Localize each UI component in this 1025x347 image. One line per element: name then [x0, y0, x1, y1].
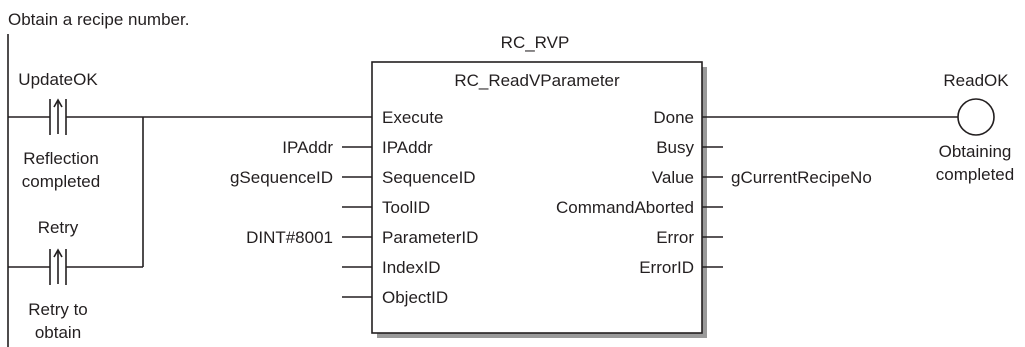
coil-read-ok-comment: completed: [936, 165, 1014, 184]
coil-read-ok[interactable]: [957, 98, 995, 136]
arg-parameterid: DINT#8001: [246, 228, 333, 247]
fb-input-parameterid: ParameterID: [382, 228, 478, 247]
arg-value: gCurrentRecipeNo: [731, 168, 872, 187]
fb-output-commandaborted: CommandAborted: [556, 198, 694, 217]
contact-update-ok[interactable]: [49, 98, 67, 135]
coil-read-ok-variable: ReadOK: [943, 71, 1009, 90]
fb-output-busy: Busy: [656, 138, 694, 157]
arg-sequenceid: gSequenceID: [230, 168, 333, 187]
fb-output-done: Done: [653, 108, 694, 127]
fb-type-name: RC_ReadVParameter: [454, 71, 620, 90]
fb-input-execute: Execute: [382, 108, 443, 127]
contact-update-ok-comment: Reflection: [23, 149, 99, 168]
fb-input-toolid: ToolID: [382, 198, 430, 217]
contact-retry-variable: Retry: [38, 218, 79, 237]
contact-retry-comment: Retry to: [28, 300, 88, 319]
fb-input-ipaddr: IPAddr: [382, 138, 433, 157]
fb-input-sequenceid: SequenceID: [382, 168, 476, 187]
coil-read-ok-comment: Obtaining: [939, 142, 1012, 161]
fb-input-objectid: ObjectID: [382, 288, 448, 307]
fb-output-error: Error: [656, 228, 694, 247]
fb-input-indexid: IndexID: [382, 258, 441, 277]
contact-retry-comment: obtain: [35, 323, 81, 342]
contact-update-ok-variable: UpdateOK: [18, 70, 98, 89]
contact-retry[interactable]: [49, 248, 67, 285]
arg-ipaddr: IPAddr: [282, 138, 333, 157]
fb-output-value: Value: [652, 168, 694, 187]
contact-update-ok-comment: completed: [22, 172, 100, 191]
fb-instance-name: RC_RVP: [501, 33, 570, 52]
diagram-caption: Obtain a recipe number.: [8, 10, 189, 29]
function-block[interactable]: [371, 61, 703, 334]
fb-output-errorid: ErrorID: [639, 258, 694, 277]
